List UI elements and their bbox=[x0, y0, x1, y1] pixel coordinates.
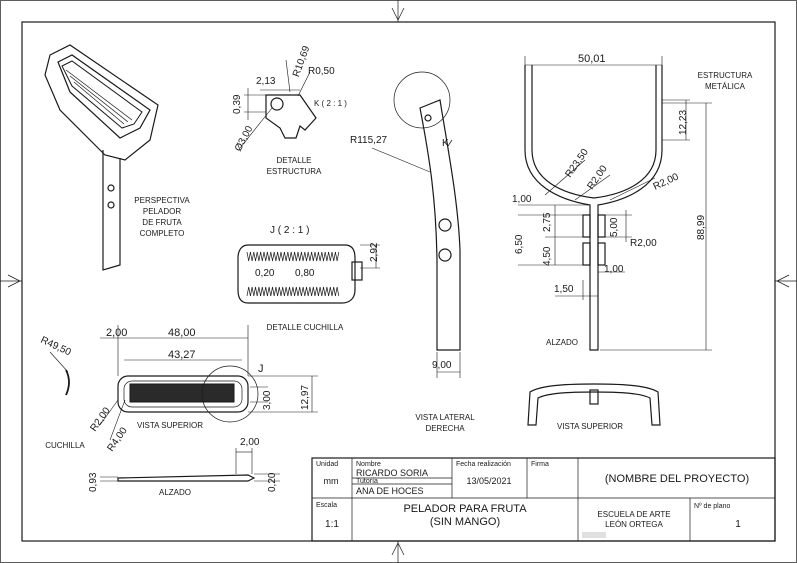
perspective-label: PERSPECTIVA PELADOR DE FRUTA COMPLETO bbox=[134, 196, 190, 238]
svg-text:R4,00: R4,00 bbox=[105, 425, 130, 454]
svg-text:9,00: 9,00 bbox=[432, 360, 452, 371]
svg-text:1: 1 bbox=[735, 519, 741, 530]
svg-text:DETALLE CUCHILLA: DETALLE CUCHILLA bbox=[267, 323, 344, 332]
svg-text:VISTA LATERAL: VISTA LATERAL bbox=[415, 413, 475, 422]
svg-text:6,50: 6,50 bbox=[514, 234, 525, 254]
svg-text:mm: mm bbox=[324, 476, 339, 486]
svg-text:2,00: 2,00 bbox=[240, 437, 260, 448]
svg-text:88,99: 88,99 bbox=[696, 215, 707, 240]
blade-teeth-top bbox=[246, 251, 340, 262]
svg-text:1,50: 1,50 bbox=[554, 284, 574, 295]
svg-text:Tutoría: Tutoría bbox=[356, 478, 378, 485]
svg-text:1:1: 1:1 bbox=[325, 519, 339, 530]
svg-text:Nombre: Nombre bbox=[356, 461, 381, 468]
school-logo bbox=[582, 532, 606, 538]
svg-text:12,23: 12,23 bbox=[678, 110, 689, 135]
svg-text:Ø3,00: Ø3,00 bbox=[233, 124, 256, 154]
svg-text:R23,50: R23,50 bbox=[563, 147, 591, 180]
svg-text:0,93: 0,93 bbox=[88, 472, 99, 492]
svg-text:R115,27: R115,27 bbox=[350, 135, 388, 146]
blade-top-view: 2,00 48,00 43,27 J 12,97 3,00 R2,00 R4,0… bbox=[39, 325, 318, 454]
svg-text:DERECHA: DERECHA bbox=[425, 424, 465, 433]
svg-text:R2,00: R2,00 bbox=[652, 171, 681, 192]
svg-text:48,00: 48,00 bbox=[168, 327, 196, 339]
svg-text:Unidad: Unidad bbox=[316, 461, 338, 468]
svg-text:3,00: 3,00 bbox=[262, 390, 273, 410]
blade-elevation: 2,00 0,93 0,20 ALZADO bbox=[88, 437, 280, 497]
svg-text:0,39: 0,39 bbox=[232, 94, 243, 114]
svg-text:PELADOR: PELADOR bbox=[143, 207, 181, 216]
svg-text:5,00: 5,00 bbox=[609, 217, 620, 237]
svg-text:1,00: 1,00 bbox=[604, 264, 624, 275]
svg-text:DE FRUTA: DE FRUTA bbox=[142, 218, 182, 227]
svg-text:Fecha realización: Fecha realización bbox=[456, 461, 511, 468]
svg-text:K: K bbox=[442, 138, 449, 149]
svg-text:(SIN MANGO): (SIN MANGO) bbox=[430, 516, 500, 528]
svg-text:Escala: Escala bbox=[316, 502, 337, 509]
svg-text:VISTA SUPERIOR: VISTA SUPERIOR bbox=[137, 421, 203, 430]
svg-text:R2,00: R2,00 bbox=[88, 405, 113, 434]
svg-text:2,13: 2,13 bbox=[256, 76, 276, 87]
svg-text:2,75: 2,75 bbox=[542, 212, 553, 232]
svg-text:VISTA SUPERIOR: VISTA SUPERIOR bbox=[557, 422, 623, 431]
svg-text:ESTRUCTURA: ESTRUCTURA bbox=[267, 167, 322, 176]
front-view-right: 50,01 12,23 88,99 R23,50 R2,00 R2,00 1,0… bbox=[512, 53, 753, 351]
svg-text:12,97: 12,97 bbox=[300, 385, 311, 410]
svg-text:PERSPECTIVA: PERSPECTIVA bbox=[134, 196, 190, 205]
svg-text:R2,00: R2,00 bbox=[630, 238, 657, 249]
svg-text:CUCHILLA: CUCHILLA bbox=[45, 441, 85, 450]
blade-teeth-bottom bbox=[246, 286, 340, 297]
svg-text:METÁLICA: METÁLICA bbox=[705, 82, 746, 91]
svg-text:2,92: 2,92 bbox=[369, 242, 380, 262]
svg-text:ALZADO: ALZADO bbox=[159, 488, 191, 497]
svg-text:0,20: 0,20 bbox=[255, 268, 275, 279]
svg-text:4,50: 4,50 bbox=[542, 246, 553, 266]
lateral-view: R115,27 K 9,00 VISTA LATERAL DERECHA bbox=[350, 71, 475, 433]
svg-text:R49,50: R49,50 bbox=[39, 335, 73, 359]
svg-text:2,00: 2,00 bbox=[106, 327, 127, 339]
svg-text:J ( 2 : 1 ): J ( 2 : 1 ) bbox=[270, 225, 309, 236]
svg-text:COMPLETO: COMPLETO bbox=[140, 229, 185, 238]
svg-text:(NOMBRE DEL PROYECTO): (NOMBRE DEL PROYECTO) bbox=[605, 473, 749, 485]
svg-text:PELADOR PARA FRUTA: PELADOR PARA FRUTA bbox=[403, 503, 527, 515]
svg-text:DETALLE: DETALLE bbox=[277, 156, 312, 165]
svg-text:ESCUELA DE ARTE: ESCUELA DE ARTE bbox=[597, 510, 670, 519]
detail-structure-k: R10,69 R0,50 2,13 0,39 Ø3,00 K ( 2 : 1 )… bbox=[232, 44, 347, 176]
svg-text:0,80: 0,80 bbox=[295, 268, 315, 279]
svg-text:ESTRUCTURA: ESTRUCTURA bbox=[698, 71, 753, 80]
svg-text:Nº de plano: Nº de plano bbox=[694, 503, 731, 510]
svg-text:43,27: 43,27 bbox=[168, 349, 196, 361]
svg-text:13/05/2021: 13/05/2021 bbox=[466, 476, 511, 486]
svg-text:K ( 2 : 1 ): K ( 2 : 1 ) bbox=[314, 99, 347, 108]
detail-blade-j: J ( 2 : 1 ) 2,92 0,20 0,80 DETALLE CUCHI… bbox=[237, 225, 380, 332]
svg-text:Firma: Firma bbox=[531, 461, 549, 468]
svg-text:0,20: 0,20 bbox=[267, 472, 278, 492]
svg-text:50,01: 50,01 bbox=[578, 53, 606, 65]
svg-text:ANA DE HOCES: ANA DE HOCES bbox=[356, 486, 424, 496]
perspective-view bbox=[44, 44, 159, 271]
svg-text:J: J bbox=[258, 363, 264, 375]
svg-text:RICARDO SORIA: RICARDO SORIA bbox=[356, 468, 428, 478]
top-view-right: VISTA SUPERIOR bbox=[527, 383, 661, 431]
svg-text:LEÓN ORTEGA: LEÓN ORTEGA bbox=[605, 520, 663, 529]
title-block: Unidad mm Nombre RICARDO SORIA Tutoría A… bbox=[311, 457, 776, 542]
svg-text:ALZADO: ALZADO bbox=[546, 338, 578, 347]
svg-text:1,00: 1,00 bbox=[512, 194, 532, 205]
svg-text:R0,50: R0,50 bbox=[308, 66, 335, 77]
